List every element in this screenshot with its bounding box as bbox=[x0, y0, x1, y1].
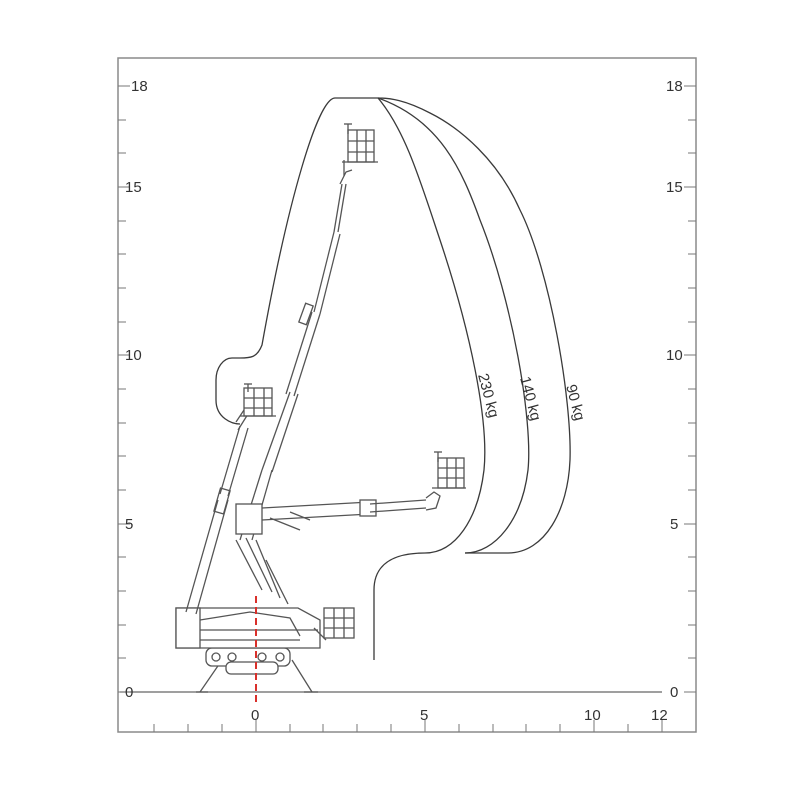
left-scale bbox=[118, 85, 130, 693]
stowed-platform bbox=[313, 607, 355, 641]
platform-right bbox=[432, 451, 466, 489]
undercarriage bbox=[205, 647, 291, 675]
right-tick-label-10: 10 bbox=[666, 347, 683, 364]
boom-position-top bbox=[239, 169, 353, 541]
envelope-140kg bbox=[377, 97, 530, 554]
right-scale bbox=[684, 85, 696, 693]
chassis bbox=[175, 607, 321, 649]
diagram-frame bbox=[117, 57, 697, 733]
left-tick-label-5: 5 bbox=[125, 516, 133, 533]
left-tick-label-15: 15 bbox=[125, 179, 142, 196]
envelope-90kg bbox=[377, 97, 571, 554]
bottom-tick-label-10: 10 bbox=[584, 707, 601, 724]
left-tick-label-0: 0 bbox=[125, 684, 133, 701]
bottom-scale bbox=[153, 720, 663, 732]
right-tick-label-18: 18 bbox=[666, 78, 683, 95]
boom-position-mid-left bbox=[185, 409, 253, 615]
bottom-tick-label-5: 5 bbox=[420, 707, 428, 724]
load-label-140kg: 140 kg bbox=[516, 375, 544, 423]
platform-top bbox=[342, 123, 378, 176]
right-tick-label-0: 0 bbox=[670, 684, 678, 701]
aerial-lift-drawing bbox=[175, 123, 466, 693]
left-tick-label-10: 10 bbox=[125, 347, 142, 364]
bottom-tick-label-0: 0 bbox=[251, 707, 259, 724]
left-tick-label-18: 18 bbox=[131, 78, 148, 95]
right-tick-label-5: 5 bbox=[670, 516, 678, 533]
load-label-230kg: 230 kg bbox=[474, 372, 502, 420]
boom-position-horizontal bbox=[235, 491, 441, 605]
right-tick-label-15: 15 bbox=[666, 179, 683, 196]
load-label-90kg: 90 kg bbox=[562, 383, 588, 423]
bottom-tick-label-12: 12 bbox=[651, 707, 668, 724]
platform-mid-left bbox=[240, 383, 276, 417]
envelope-230kg bbox=[215, 97, 486, 660]
